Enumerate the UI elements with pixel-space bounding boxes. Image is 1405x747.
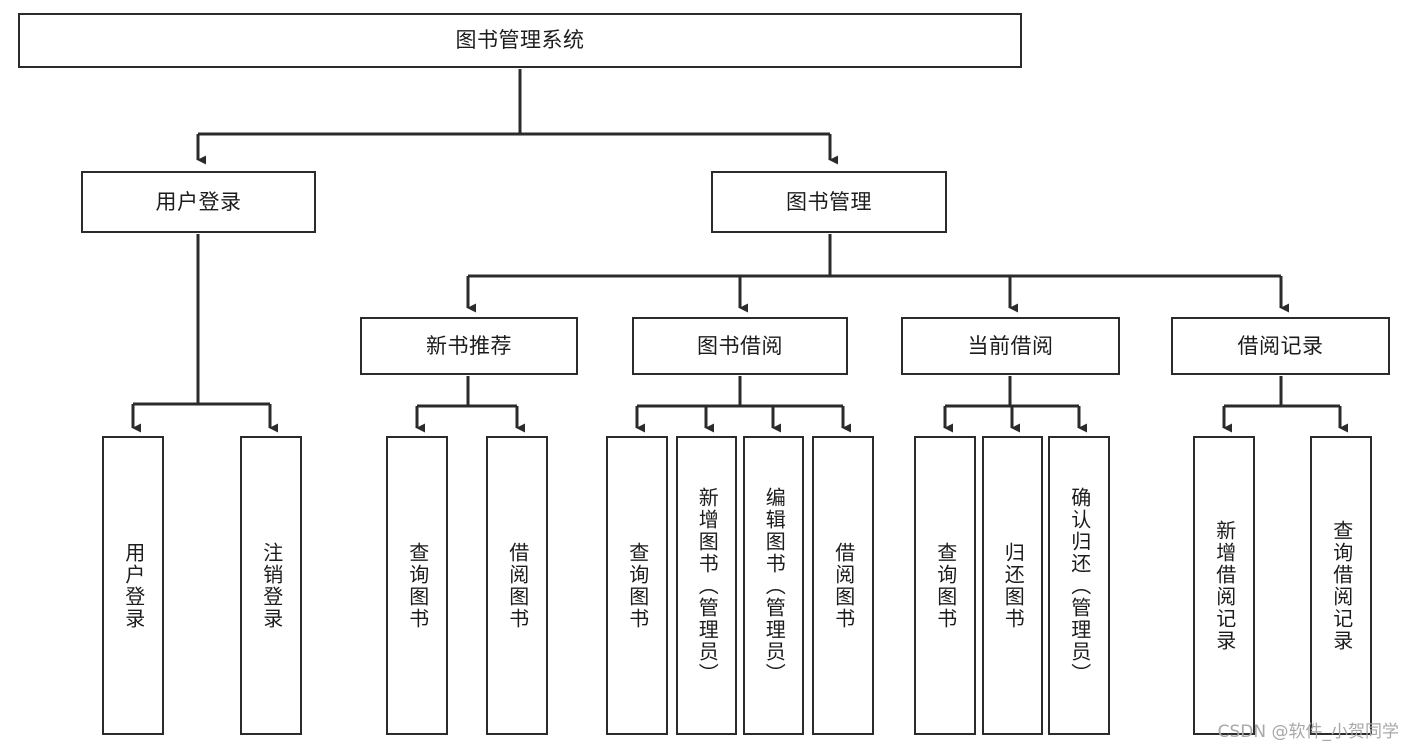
- node-label: 查询图书: [405, 541, 430, 630]
- node-label: 图书借阅: [697, 333, 783, 358]
- node-label: 当前借阅: [967, 333, 1054, 358]
- leaf-recommend-query-book[interactable]: 查询图书: [386, 436, 448, 735]
- leaf-record-query[interactable]: 查询借阅记录: [1310, 436, 1372, 735]
- node-label: 借阅记录: [1237, 333, 1324, 358]
- node-label: 新书推荐: [426, 333, 512, 358]
- leaf-borrow-add-book[interactable]: 新增图书（管理员）: [676, 436, 737, 735]
- node-label: 新增借阅记录: [1212, 519, 1237, 652]
- node-new-book-recommend[interactable]: 新书推荐: [360, 317, 578, 375]
- leaf-user-login[interactable]: 用户登录: [102, 436, 164, 735]
- node-label: 借阅图书: [505, 541, 530, 630]
- node-user-login[interactable]: 用户登录: [81, 171, 316, 233]
- node-book-management[interactable]: 图书管理: [711, 171, 947, 233]
- leaf-recommend-borrow-book[interactable]: 借阅图书: [486, 436, 548, 735]
- node-label: 图书管理: [786, 189, 872, 214]
- leaf-borrow-edit-book[interactable]: 编辑图书（管理员）: [743, 436, 804, 735]
- leaf-borrow-query-book[interactable]: 查询图书: [606, 436, 668, 735]
- node-label: 查询借阅记录: [1329, 519, 1354, 652]
- node-label: 新增图书（管理员）: [695, 486, 720, 685]
- node-label: 编辑图书（管理员）: [762, 486, 787, 685]
- edges-record-to-leaves: [1222, 376, 1348, 433]
- node-label: 归还图书: [1001, 541, 1026, 630]
- node-label: 借阅图书: [831, 541, 856, 630]
- node-label: 用户登录: [155, 189, 242, 214]
- node-label: 确认归还（管理员）: [1067, 486, 1092, 685]
- node-label: 注销登录: [259, 541, 284, 630]
- node-root-system[interactable]: 图书管理系统: [18, 13, 1022, 68]
- node-label: 查询图书: [933, 541, 958, 630]
- leaf-current-return-book[interactable]: 归还图书: [982, 436, 1043, 735]
- node-label: 查询图书: [625, 541, 650, 630]
- edges-newbook-to-leaves: [415, 376, 525, 433]
- node-label: 用户登录: [121, 541, 146, 630]
- edges-root-to-level2: [196, 69, 838, 165]
- node-current-borrow[interactable]: 当前借阅: [901, 317, 1120, 375]
- leaf-current-confirm-return[interactable]: 确认归还（管理员）: [1048, 436, 1110, 735]
- edges-bookmgmt-to-level3: [466, 234, 1289, 313]
- edges-userlogin-to-leaves: [131, 234, 278, 433]
- leaf-borrow-borrow-book[interactable]: 借阅图书: [812, 436, 874, 735]
- node-book-borrow[interactable]: 图书借阅: [632, 317, 848, 375]
- node-label: 图书管理系统: [455, 28, 585, 53]
- leaf-record-add[interactable]: 新增借阅记录: [1193, 436, 1255, 735]
- leaf-logout[interactable]: 注销登录: [240, 436, 302, 735]
- edges-current-to-leaves: [943, 376, 1087, 433]
- leaf-current-query-book[interactable]: 查询图书: [914, 436, 976, 735]
- edges-borrow-to-leaves: [635, 376, 851, 433]
- node-borrow-record[interactable]: 借阅记录: [1171, 317, 1390, 375]
